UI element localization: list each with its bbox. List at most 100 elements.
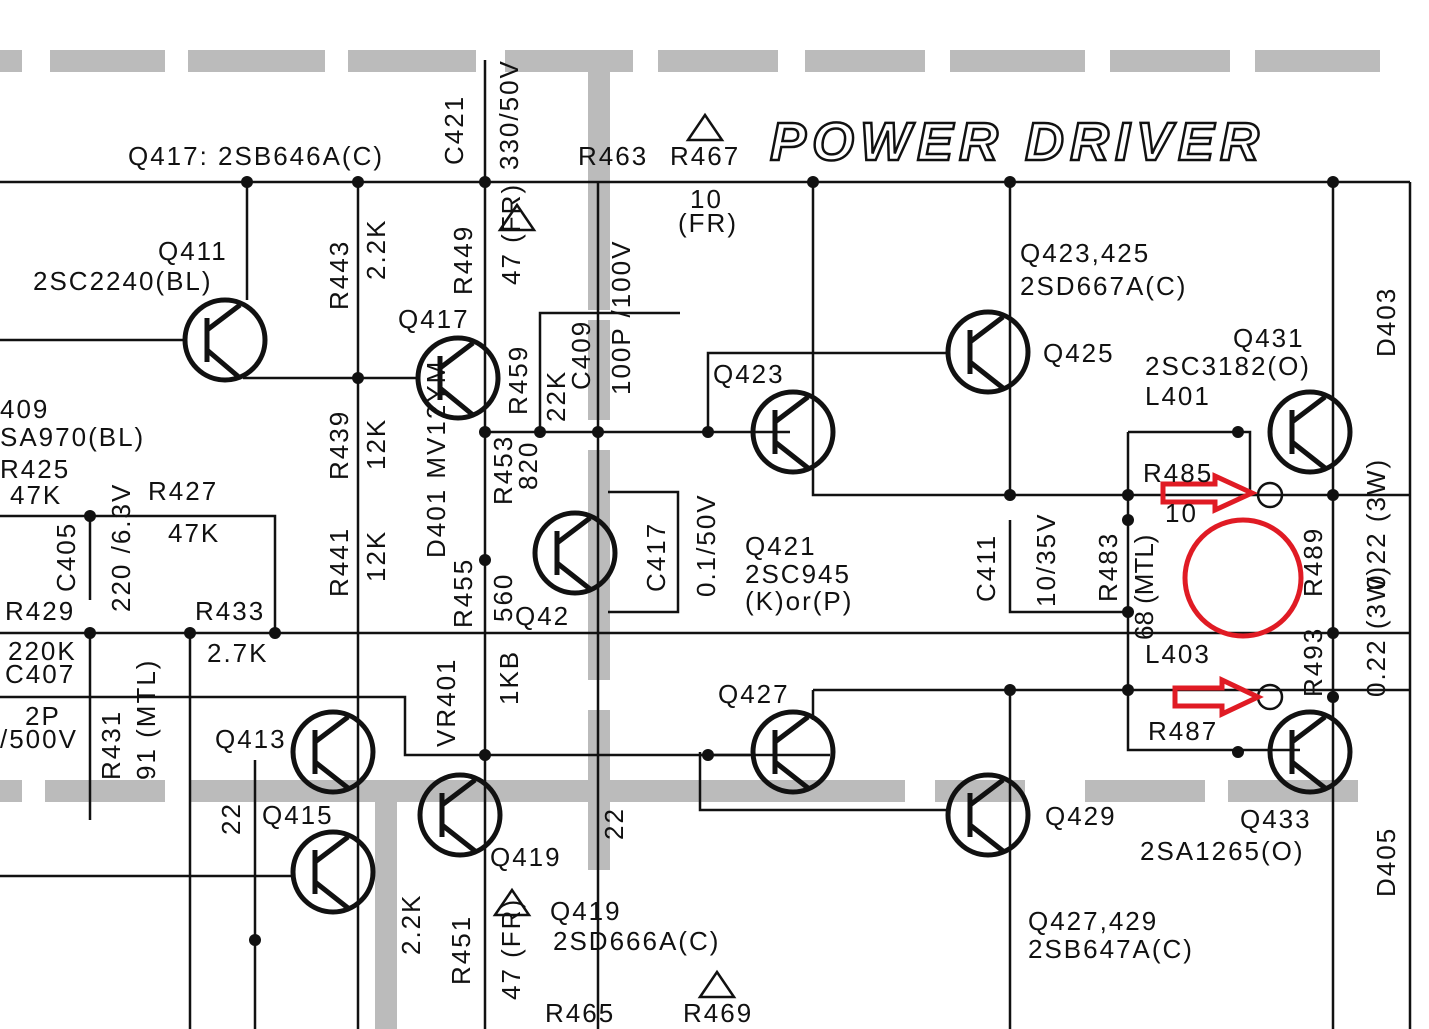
junction-dot	[1267, 709, 1353, 795]
label: R441	[324, 527, 354, 597]
label: L401	[1145, 381, 1211, 411]
label: 560	[488, 573, 518, 622]
label: 0.22 (3W)	[1361, 458, 1391, 590]
junction-dot	[1232, 746, 1244, 758]
label: 0.1/50V	[691, 493, 721, 597]
label: D405	[1371, 827, 1401, 897]
schematic-element	[439, 778, 477, 853]
schematic-element	[188, 50, 325, 72]
junction-dots	[84, 176, 1339, 946]
schematic-element	[1085, 780, 1205, 802]
test-point-tp1	[1256, 481, 1284, 509]
label: R455	[448, 558, 478, 628]
label: 0.22 (3W)	[1361, 565, 1391, 697]
schematic-element	[348, 50, 476, 72]
wires	[0, 60, 1412, 1029]
warning-triangle-icon	[685, 112, 725, 142]
label: R427	[148, 476, 218, 506]
label: 2SB647A(C)	[1028, 934, 1194, 964]
label: SA970(BL)	[0, 422, 145, 452]
schematic-element	[50, 50, 165, 72]
label: (FR)	[678, 208, 738, 238]
label: R433	[195, 596, 265, 626]
junction-dot	[84, 627, 96, 639]
junction-dot	[249, 934, 261, 946]
junction-dot	[1327, 176, 1339, 188]
transistor-q431-symbol	[1267, 389, 1353, 475]
junction-dot	[352, 176, 364, 188]
junction-dot	[415, 335, 501, 421]
schematic-element	[485, 182, 1410, 497]
junction-dot	[479, 176, 491, 188]
label: (K)or(P)	[745, 586, 853, 616]
label: 47K	[10, 480, 62, 510]
label: 100P /100V	[606, 240, 636, 395]
junction-dot	[184, 627, 196, 639]
highlight-circle	[1182, 517, 1304, 639]
label: 2P	[25, 701, 61, 731]
label: 220 /6.3V	[106, 483, 136, 612]
label: Q419	[550, 896, 622, 926]
transistor-q417-symbol	[415, 335, 501, 421]
label: 1KB	[494, 650, 524, 705]
label: Q413	[215, 724, 287, 754]
junction-dot	[417, 772, 503, 858]
schematic-element	[554, 516, 592, 591]
label: R465	[545, 998, 615, 1028]
component-labels: Q417: 2SB646A(C) Q411 2SC2240(BL) 409 SA…	[0, 141, 1311, 1028]
label: R469	[683, 998, 753, 1028]
label: Q431	[1233, 323, 1305, 353]
junction-dot	[479, 749, 491, 761]
schematic-element	[805, 50, 925, 72]
schematic-element	[772, 715, 810, 790]
junction-dot	[241, 176, 253, 188]
label: VR401	[431, 658, 461, 748]
schematic-element	[1110, 50, 1230, 72]
schematic-element	[1289, 715, 1327, 790]
junction-dot	[1122, 514, 1134, 526]
label: R489	[1298, 527, 1328, 597]
junction-dot	[182, 297, 268, 383]
junction-dot	[290, 829, 376, 915]
schematic-element	[190, 780, 710, 802]
junction-dot	[1004, 684, 1016, 696]
junction-dot	[1004, 176, 1016, 188]
label: C411	[971, 534, 1001, 602]
label: 820	[513, 441, 543, 490]
schematic-element	[0, 780, 22, 802]
schematic-element	[243, 60, 600, 1029]
label: Q42	[515, 601, 570, 631]
warning-triangle-icon	[497, 202, 537, 232]
junction-dot	[1327, 627, 1339, 639]
schematic-element	[1008, 182, 1412, 1029]
label: 22K	[541, 370, 571, 422]
label: R467	[670, 141, 740, 171]
label: Q423	[713, 359, 785, 389]
label: 220K	[8, 636, 77, 666]
junction-dot	[269, 627, 281, 639]
warning-triangle-icon	[492, 887, 532, 917]
junction-dot	[1122, 489, 1134, 501]
label: D403	[1371, 287, 1401, 357]
label: R493	[1298, 627, 1328, 697]
label: 12K	[361, 530, 391, 582]
arrow-to-tp2-icon	[1172, 676, 1264, 718]
junction-dot	[592, 426, 604, 438]
label: Q411	[158, 236, 228, 266]
schematic-element	[772, 395, 810, 470]
junction-dot	[290, 709, 376, 795]
junction-dot	[1327, 691, 1339, 703]
label: Q421	[745, 531, 817, 561]
transistor-q429-symbol	[945, 772, 1031, 858]
label: 2SD666A(C)	[553, 926, 720, 956]
label: C407	[5, 659, 75, 689]
schematic-element	[700, 520, 1410, 1029]
label: R431	[96, 710, 126, 780]
label: 2SC3182(O)	[1145, 351, 1311, 381]
label: Q427	[718, 679, 790, 709]
schematic-element	[375, 790, 397, 1029]
transistor-q419-symbol	[417, 772, 503, 858]
label: Q415	[262, 800, 334, 830]
label: 68 (MTL)	[1129, 535, 1159, 640]
